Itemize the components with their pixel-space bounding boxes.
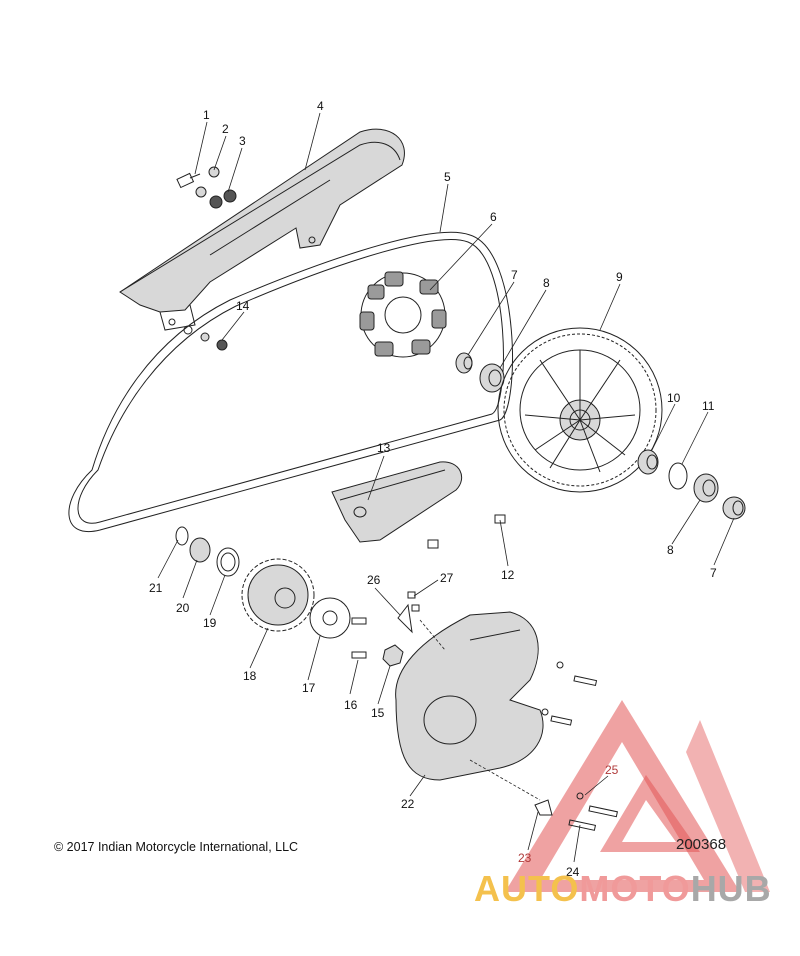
parts-16-17-retainer-plate-bolts (309, 597, 367, 659)
logo-text-moto: MOTO (579, 868, 691, 909)
part-14-fasteners (183, 325, 228, 351)
copyright-notice: © 2017 Indian Motorcycle International, … (54, 840, 299, 854)
parts-7-8-spacer-bearing-top (455, 352, 505, 393)
callout-8-top: 8 (543, 276, 550, 290)
callout-13: 13 (377, 441, 391, 455)
part-9-rear-pulley (497, 327, 663, 493)
callout-9: 9 (616, 270, 623, 284)
watermark-logo-text: AUTOMOTOHUB (474, 868, 772, 910)
part-12-bolt (427, 514, 506, 549)
parts-1-2-3-fasteners (176, 166, 237, 209)
leader-lines (157, 112, 735, 863)
callout-7-bottom: 7 (710, 566, 717, 580)
callout-25: 25 (605, 763, 619, 777)
logo-text-auto: AUTO (474, 868, 580, 909)
callout-10: 10 (667, 391, 681, 405)
cover-bolts (534, 661, 618, 831)
callout-1: 1 (203, 108, 210, 122)
callout-5: 5 (444, 170, 451, 184)
callout-15: 15 (371, 706, 385, 720)
callout-26: 26 (367, 573, 381, 587)
callout-3: 3 (239, 134, 246, 148)
drawing-number: 200368 (676, 836, 727, 853)
part-18-front-sprocket (241, 558, 315, 632)
callout-14: 14 (236, 299, 250, 313)
part-6-cush-drive-damper (359, 271, 447, 358)
parts-15-26-27-nut-bracket (382, 591, 420, 667)
callout-20: 20 (176, 601, 190, 615)
part-13-lower-guard (331, 461, 462, 543)
callout-16: 16 (344, 698, 358, 712)
callout-4: 4 (317, 99, 324, 113)
callout-17: 17 (302, 681, 316, 695)
callout-21: 21 (149, 581, 163, 595)
parts-10-11-8-7-bearing-stack (637, 449, 746, 520)
callout-labels: 1 2 3 4 5 6 7 8 9 10 11 13 14 8 7 12 21 … (149, 99, 717, 879)
callout-12: 12 (501, 568, 515, 582)
callout-8-bottom: 8 (667, 543, 674, 557)
callout-7-top: 7 (511, 268, 518, 282)
callout-23: 23 (518, 851, 532, 865)
logo-text-hub: HUB (690, 868, 772, 909)
callout-6: 6 (490, 210, 497, 224)
callout-11: 11 (702, 399, 715, 413)
part-22-sprocket-cover (395, 611, 544, 781)
callout-24: 24 (566, 865, 580, 879)
part-4-belt-guard (119, 128, 405, 331)
part-5-drive-belt (68, 231, 513, 532)
callout-19: 19 (203, 616, 217, 630)
parts-19-20-21-spacers (175, 526, 240, 577)
watermark-triangle-logo (505, 700, 770, 892)
callout-18: 18 (243, 669, 257, 683)
callout-27: 27 (440, 571, 454, 585)
callout-22: 22 (401, 797, 415, 811)
callout-2: 2 (222, 122, 229, 136)
